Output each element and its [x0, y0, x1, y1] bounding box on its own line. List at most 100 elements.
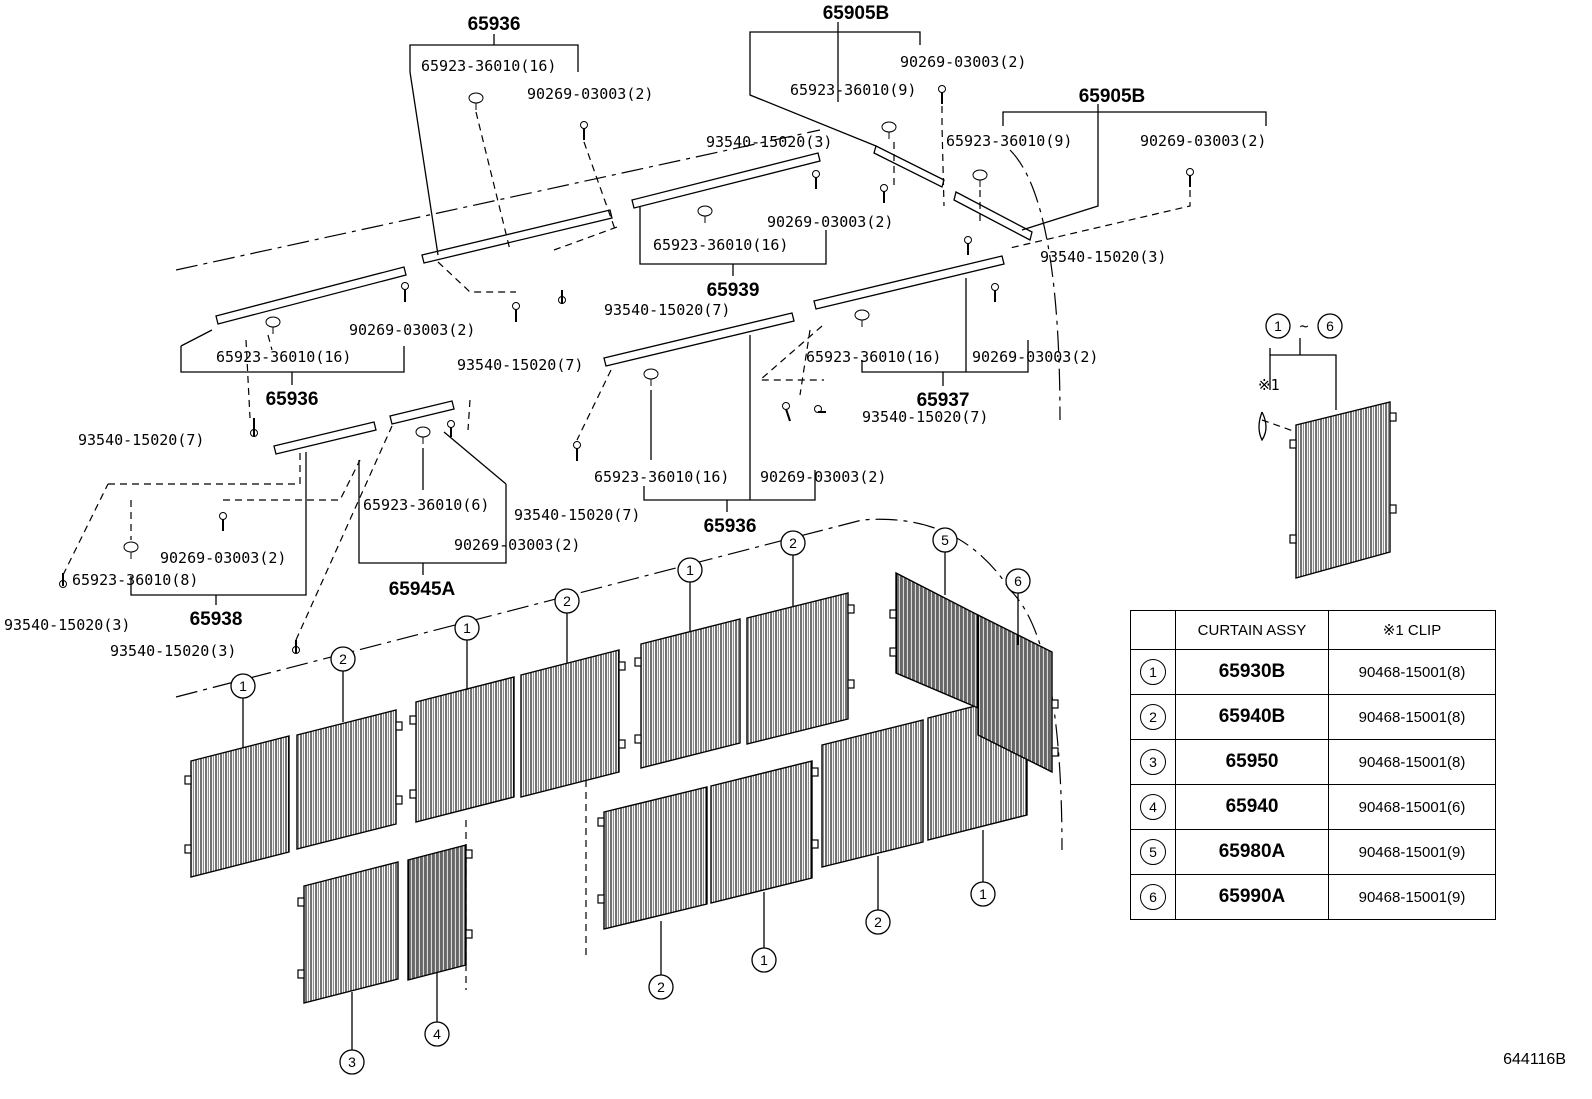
- part-number: 93540-15020(3): [110, 642, 236, 660]
- part-number: 90269-03003(2): [454, 536, 580, 554]
- screw-icon: [573, 441, 581, 461]
- table-row: 2 65940B 90468-15001(8): [1130, 694, 1496, 740]
- rail: [421, 209, 613, 264]
- assembly-number: 65945A: [389, 579, 456, 600]
- svg-text:4: 4: [433, 1026, 441, 1042]
- hardware: [59, 85, 1194, 654]
- table-header-cell: CURTAIN ASSY: [1175, 610, 1329, 650]
- table-cell-clip: 90468-15001(8): [1328, 739, 1496, 785]
- clip-icon: [854, 309, 870, 327]
- screw-icon: [938, 85, 946, 104]
- panel-clip-tabs: [184, 412, 1397, 979]
- table-header-row: CURTAIN ASSY ※1 CLIP: [1130, 610, 1496, 650]
- clip-icon: [972, 169, 988, 187]
- clip-icon: [468, 92, 484, 110]
- row-number: 1: [1140, 659, 1166, 685]
- clip-icon: [265, 316, 281, 334]
- svg-text:1: 1: [686, 562, 694, 578]
- assembly-number: 65905B: [1079, 86, 1146, 107]
- part-number: 90269-03003(2): [1140, 132, 1266, 150]
- clip-icon: [697, 205, 713, 223]
- table-cell-clip: 90468-15001(6): [1328, 784, 1496, 830]
- svg-text:6: 6: [1326, 318, 1334, 334]
- part-number: 93540-15020(3): [4, 616, 130, 634]
- svg-text:1: 1: [463, 620, 471, 636]
- part-number: 93540-15020(3): [706, 133, 832, 151]
- curtain-panel: [1295, 401, 1391, 579]
- screw-icon: [447, 420, 455, 437]
- clip-icon: [1258, 411, 1297, 442]
- row-number: 4: [1140, 794, 1166, 820]
- part-number: 65923-36010(16): [594, 468, 729, 486]
- clip-icon: [415, 426, 431, 444]
- assembly-number: 65936: [468, 14, 521, 35]
- rail: [813, 255, 1005, 310]
- curtain-assy-table: CURTAIN ASSY ※1 CLIP 1 65930B 90468-1500…: [1130, 610, 1496, 920]
- assembly-number: 65938: [190, 609, 243, 630]
- screw-icon: [250, 418, 258, 437]
- table-cell-clip: 90468-15001(8): [1328, 649, 1496, 695]
- svg-text:1: 1: [760, 952, 768, 968]
- row-number: 3: [1140, 749, 1166, 775]
- part-number: 93540-15020(3): [1040, 248, 1166, 266]
- screw-icon: [401, 282, 409, 302]
- curtain-panel: [977, 613, 1053, 774]
- svg-text:2: 2: [789, 535, 797, 551]
- rail: [603, 312, 795, 367]
- curtain-panel: [415, 676, 515, 823]
- clip-icon: [123, 541, 139, 559]
- part-number: 93540-15020(7): [457, 356, 583, 374]
- part-number: 65923-36010(6): [363, 496, 489, 514]
- screw-icon: [1186, 168, 1194, 187]
- part-number: 65923-36010(16): [653, 236, 788, 254]
- table-cell-assy: 65980A: [1175, 829, 1329, 875]
- table-row: 6 65990A 90468-15001(9): [1130, 874, 1496, 920]
- part-number: 65923-36010(16): [216, 348, 351, 366]
- part-number: 90269-03003(2): [160, 549, 286, 567]
- screw-icon: [59, 573, 67, 588]
- part-number: 90269-03003(2): [527, 85, 653, 103]
- rail: [389, 400, 455, 425]
- part-number: 93540-15020(7): [604, 301, 730, 319]
- assembly-number: 65905B: [823, 3, 890, 24]
- table-cell-assy: 65940B: [1175, 694, 1329, 740]
- curtain-panel: [296, 709, 397, 850]
- screw-icon: [782, 402, 791, 422]
- table-cell-no: 2: [1130, 694, 1176, 740]
- table-cell-assy: 65940: [1175, 784, 1329, 830]
- row-number: 5: [1140, 839, 1166, 865]
- range-tilde: ~: [1299, 317, 1308, 335]
- clip-icon: [881, 121, 897, 139]
- svg-text:5: 5: [941, 532, 949, 548]
- curtain-panel: [603, 786, 708, 930]
- screw-icon: [812, 170, 820, 189]
- part-number: 65923-36010(16): [421, 57, 556, 75]
- curtain-panel: [407, 844, 467, 981]
- table-row: 1 65930B 90468-15001(8): [1130, 649, 1496, 695]
- part-number: 90269-03003(2): [760, 468, 886, 486]
- part-number: 93540-15020(7): [78, 431, 204, 449]
- table-cell-assy: 65950: [1175, 739, 1329, 785]
- svg-text:2: 2: [563, 593, 571, 609]
- screw-icon: [880, 184, 888, 203]
- rail: [273, 421, 377, 455]
- svg-text:3: 3: [348, 1054, 356, 1070]
- rail: [215, 266, 407, 325]
- screw-icon: [814, 405, 826, 413]
- table-cell-no: 5: [1130, 829, 1176, 875]
- rails: [215, 145, 1033, 455]
- part-callouts: 65923-36010(16) 90269-03003(2) 90269-030…: [4, 53, 1266, 660]
- curtain-panel: [190, 735, 290, 878]
- assembly-number: 65936: [704, 516, 757, 537]
- table-row: 3 65950 90468-15001(8): [1130, 739, 1496, 785]
- assembly-number: 65937: [917, 390, 970, 411]
- marker-leaders: [242, 552, 1019, 1050]
- table-cell-assy: 65930B: [1175, 649, 1329, 695]
- screw-icon: [991, 283, 999, 302]
- table-cell-clip: 90468-15001(9): [1328, 829, 1496, 875]
- svg-text:1: 1: [239, 678, 247, 694]
- part-number: 90269-03003(2): [972, 348, 1098, 366]
- part-number: 65923-36010(9): [946, 132, 1072, 150]
- svg-text:1: 1: [1274, 318, 1282, 334]
